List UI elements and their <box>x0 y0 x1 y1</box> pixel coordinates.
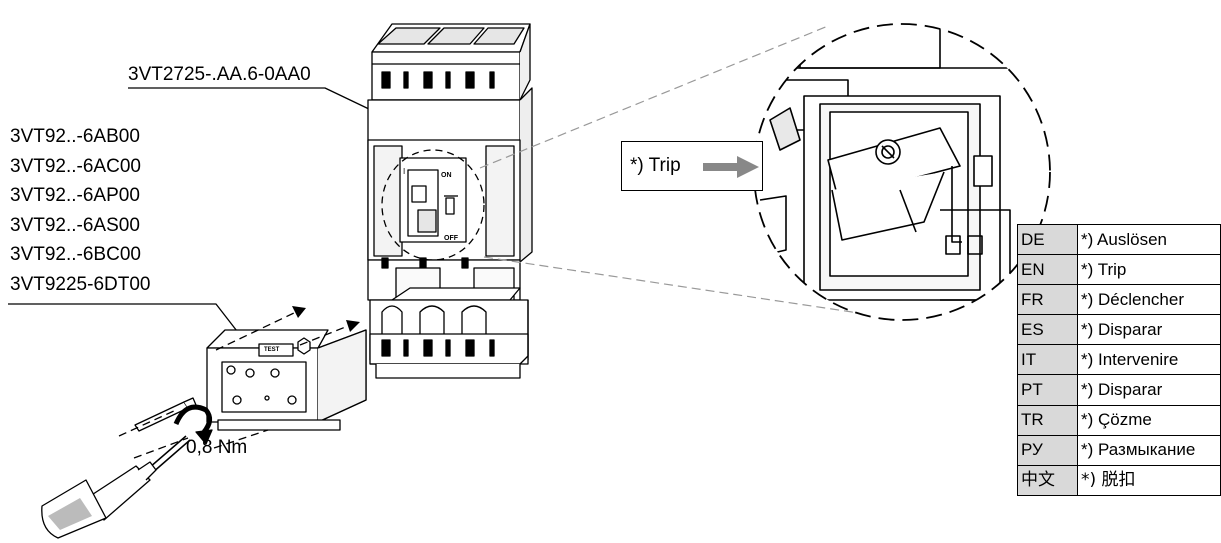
accessory-part-number: 3VT9225-6DT00 <box>10 273 151 295</box>
language-code: PT <box>1017 374 1078 406</box>
translation-row: IT*) Intervenire <box>1017 344 1221 376</box>
translated-term: *) Disparar <box>1077 374 1221 406</box>
language-code: РУ <box>1017 434 1078 466</box>
translation-row: EN*) Trip <box>1017 254 1221 286</box>
translation-row: DE*) Auslösen <box>1017 223 1221 256</box>
translated-term: *) Trip <box>1077 254 1221 286</box>
accessory-part-number: 3VT92..-6AP00 <box>10 185 140 206</box>
accessory-part-number: 3VT92..-6AS00 <box>10 214 140 236</box>
accessory-part-number: 3VT92..-6AB00 <box>10 126 140 147</box>
translation-row: PT*) Disparar <box>1017 374 1221 406</box>
circuit-breaker-drawing <box>367 23 533 379</box>
trip-callout-label: *) Trip <box>630 155 681 176</box>
mark-on: ON <box>441 172 452 179</box>
translation-row: ES*) Disparar <box>1017 314 1221 346</box>
language-code: DE <box>1017 223 1078 256</box>
language-code: EN <box>1017 254 1078 286</box>
accessory-part-number: 3VT92..-6AC00 <box>10 155 141 177</box>
translation-row: FR*) Déclencher <box>1017 284 1221 316</box>
translated-term: *) Auslösen <box>1077 223 1221 256</box>
screwdriver-drawing <box>41 435 191 539</box>
translated-term: *) Размыкание <box>1077 434 1221 466</box>
translation-row: 中文*) 脱扣 <box>1017 464 1221 496</box>
accessory-part-list: 3VT92..-6AB00 3VT92..-6AC00 3VT92..-6AP0… <box>10 122 150 299</box>
translation-row: РУ*) Размыкание <box>1017 434 1221 466</box>
translated-term: *) Intervenire <box>1077 344 1221 376</box>
main-part-number: 3VT2725-.AA.6-0AA0 <box>128 64 311 85</box>
translated-term: *) 脱扣 <box>1077 464 1221 496</box>
mark-test: TEST <box>264 347 280 353</box>
accessory-cover-drawing <box>134 329 367 445</box>
torque-label: 0,8 Nm <box>186 437 248 458</box>
assembly-arrows <box>118 312 349 459</box>
trip-callout: *) Trip <box>621 141 763 191</box>
language-code: 中文 <box>1017 464 1078 496</box>
language-code: IT <box>1017 344 1078 376</box>
translated-term: *) Déclencher <box>1077 284 1221 316</box>
language-code: ES <box>1017 314 1078 346</box>
mark-one: I <box>403 167 406 176</box>
translated-term: *) Disparar <box>1077 314 1221 346</box>
zoom-connectors <box>479 25 893 319</box>
zoom-detail-drawing <box>753 23 1051 321</box>
language-code: FR <box>1017 284 1078 316</box>
mark-off: OFF <box>444 235 458 242</box>
translated-term: *) Çözme <box>1077 404 1221 436</box>
language-code: TR <box>1017 404 1078 436</box>
accessory-part-number: 3VT92..-6BC00 <box>10 244 141 265</box>
translation-row: TR*) Çözme <box>1017 404 1221 436</box>
arrow-right-icon <box>703 156 759 178</box>
